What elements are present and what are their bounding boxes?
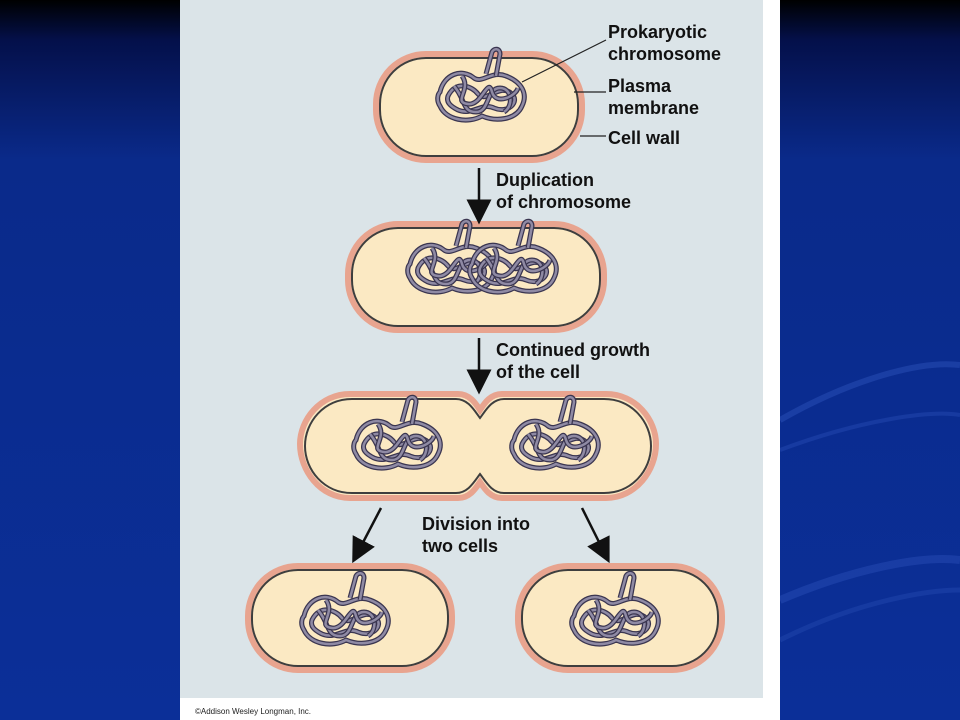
binary-fission-diagram: Prokaryotic chromosome Plasma membrane C… xyxy=(245,22,725,673)
cell-2 xyxy=(345,221,607,333)
daughter-cell-right xyxy=(515,563,725,673)
cell-3-dividing xyxy=(296,391,660,501)
step-growth-line1: Continued growth xyxy=(496,340,650,360)
leader-line-chromosome xyxy=(521,39,607,83)
arrow-division-left xyxy=(352,507,383,564)
step-duplication-line1: Duplication xyxy=(496,170,594,190)
label-plasma-line2: membrane xyxy=(608,98,699,118)
label-cell-wall: Cell wall xyxy=(608,128,680,148)
step-division-line1: Division into xyxy=(422,514,530,534)
step-duplication-line2: of chromosome xyxy=(496,192,631,212)
label-prokaryotic-line1: Prokaryotic xyxy=(608,22,707,42)
label-prokaryotic-line2: chromosome xyxy=(608,44,721,64)
cell-1 xyxy=(373,49,585,163)
daughter-cell-left xyxy=(245,563,455,673)
arrow-division-right xyxy=(580,507,610,564)
label-plasma-line1: Plasma xyxy=(608,76,672,96)
step-division-line2: two cells xyxy=(422,536,498,556)
copyright-text: ©Addison Wesley Longman, Inc. xyxy=(195,707,312,716)
step-growth-line2: of the cell xyxy=(496,362,580,382)
